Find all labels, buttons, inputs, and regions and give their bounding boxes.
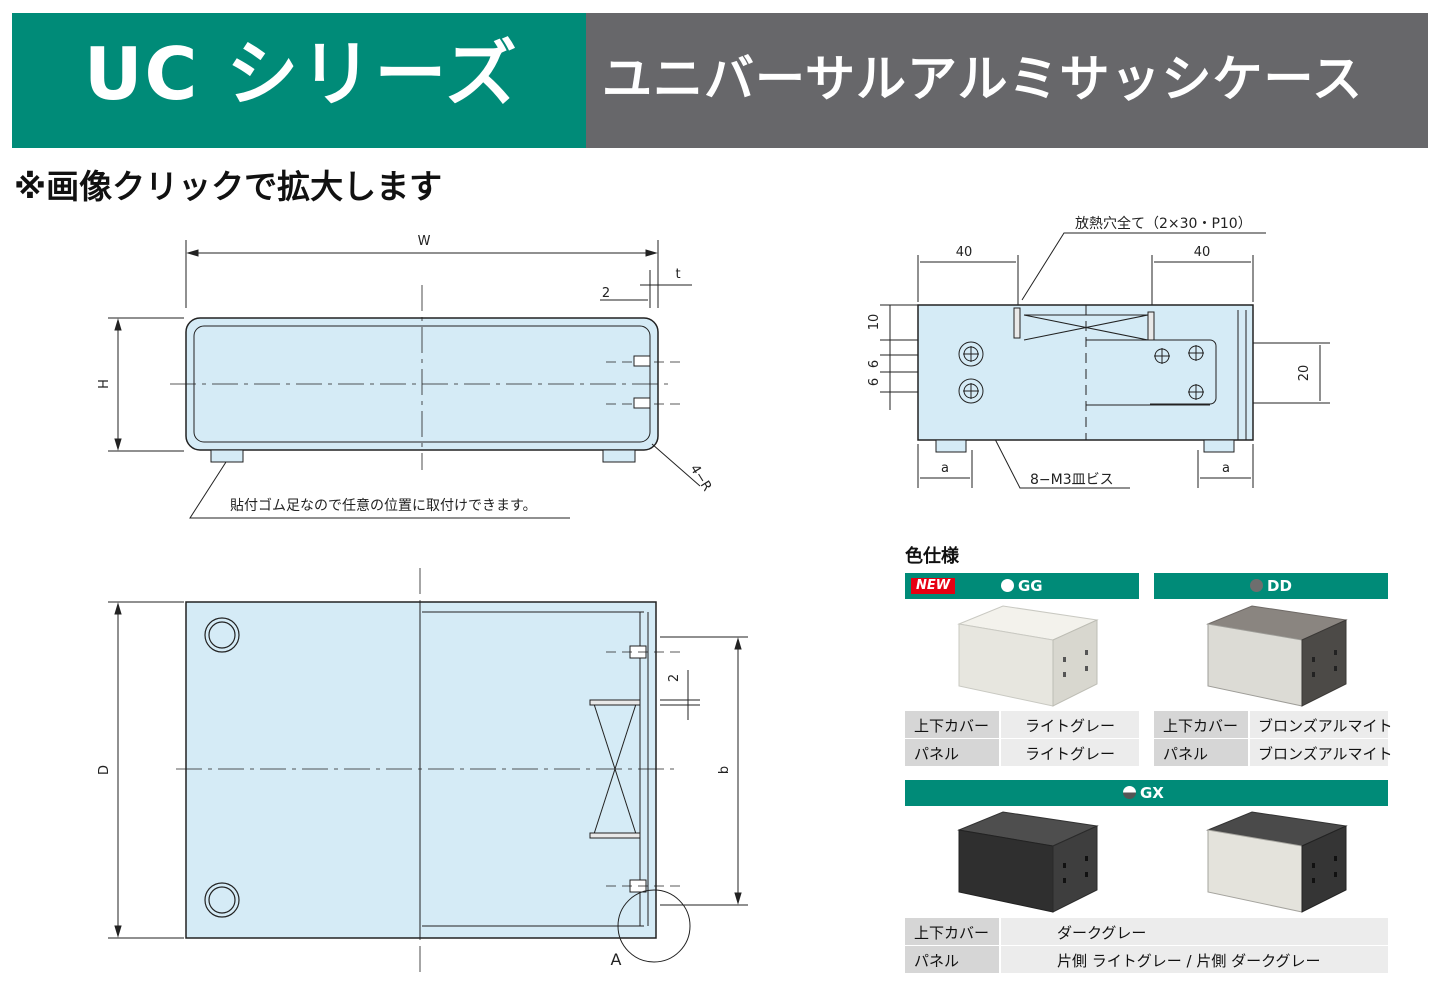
screw-note: 8−M3皿ビス (1030, 472, 1114, 488)
case-body-top (185, 601, 657, 939)
gx-panel-label: パネル (914, 952, 960, 970)
gg-panel-value: ライトグレー (1025, 745, 1116, 763)
dim-40-left: 40 (956, 245, 973, 260)
dim-10: 10 (867, 314, 882, 331)
color-dd-header: DD (1154, 573, 1388, 599)
color-spec-title: 色仕様 (905, 546, 959, 567)
dim-6a: 6 (867, 360, 882, 368)
detail-label: A (611, 950, 622, 969)
vent-note: 放熱穴全て（2×30・P10） (1075, 215, 1252, 232)
dim-d: D (97, 765, 112, 775)
dim-2: 2 (602, 286, 610, 301)
dim-40-right: 40 (1194, 245, 1211, 260)
product-title: ユニバーサルアルミサッシケース (602, 50, 1363, 108)
dim-b: b (717, 766, 732, 774)
dd-panel-value: ブロンズアルマイト (1258, 745, 1393, 763)
dim-a-left: a (941, 461, 949, 476)
dim-20: 20 (1297, 365, 1312, 382)
dim-a-right: a (1222, 461, 1230, 476)
color-dot-dd (1250, 579, 1263, 592)
color-gg-label: GG (1018, 577, 1043, 595)
product-banner (586, 13, 1428, 148)
front-view-drawing[interactable]: W t 2 H 4−R 貼付ゴム足なので任意の位置に取付けできます。 (90, 225, 730, 525)
gx-row-cover: 上下カバー ダークグレー (905, 918, 1388, 945)
photo-dd-case[interactable] (1184, 602, 1364, 710)
photo-gx-light-case[interactable] (1184, 808, 1364, 916)
rubber-foot (602, 449, 636, 463)
photo-gx-dark-case[interactable] (935, 808, 1115, 916)
rubber-foot (210, 449, 244, 463)
color-dd-label: DD (1267, 577, 1292, 595)
gx-row-panel: パネル 片側 ライトグレー / 片側 ダークグレー (905, 946, 1388, 973)
color-gx-header: GX (905, 780, 1388, 806)
photo-gg-case[interactable] (935, 602, 1115, 710)
feet-note: 貼付ゴム足なので任意の位置に取付けできます。 (230, 497, 537, 514)
gx-cover-label: 上下カバー (914, 924, 990, 942)
gg-row-panel: パネル ライトグレー (905, 739, 1139, 766)
gg-row-cover: 上下カバー ライトグレー (905, 711, 1139, 738)
series-title: UC シリーズ (84, 32, 519, 116)
dd-cover-label: 上下カバー (1163, 717, 1239, 735)
color-gx-label: GX (1140, 784, 1164, 802)
top-view-drawing[interactable]: D b 2 A (90, 565, 770, 975)
gg-cover-value: ライトグレー (1025, 717, 1116, 735)
dd-panel-label: パネル (1163, 745, 1209, 763)
dim-h: H (97, 379, 112, 389)
dim-w: W (418, 234, 431, 249)
color-dot-gg (1001, 579, 1014, 592)
gx-cover-value: ダークグレー (1057, 924, 1147, 942)
zoom-note: ※画像クリックで拡大します (14, 167, 443, 206)
side-view-drawing[interactable]: 放熱穴全て（2×30・P10） 40 40 10 6 6 20 a a 8−M3… (860, 205, 1330, 500)
dim-slot: 2 (667, 674, 682, 682)
dd-cover-value: ブロンズアルマイト (1258, 717, 1393, 735)
dd-row-cover: 上下カバー ブロンズアルマイト (1154, 711, 1393, 738)
color-gg-header: NEW GG (905, 573, 1139, 599)
dd-row-panel: パネル ブロンズアルマイト (1154, 739, 1393, 766)
new-badge: NEW (911, 578, 956, 594)
gg-cover-label: 上下カバー (914, 717, 990, 735)
dim-t: t (675, 267, 680, 282)
gg-panel-label: パネル (914, 745, 960, 763)
dim-6b: 6 (867, 378, 882, 386)
color-dot-gx (1123, 786, 1136, 799)
gx-panel-value: 片側 ライトグレー / 片側 ダークグレー (1057, 952, 1321, 970)
series-banner (12, 13, 586, 148)
